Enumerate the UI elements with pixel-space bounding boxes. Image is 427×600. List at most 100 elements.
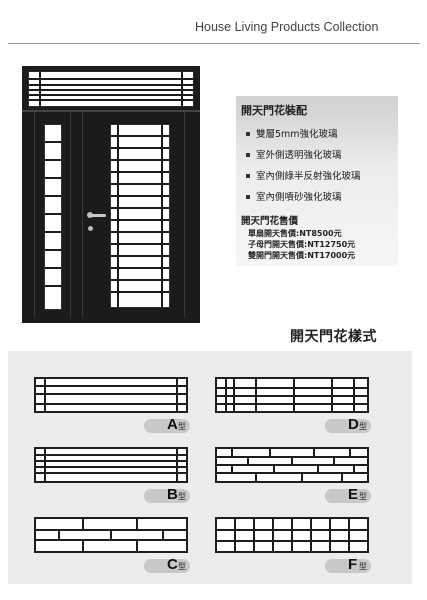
- type-tag-c: C 型: [144, 556, 190, 573]
- window-slat: [45, 141, 61, 143]
- pattern-bar: [273, 466, 275, 472]
- type-suffix: 型: [178, 562, 186, 571]
- pattern-bar: [44, 379, 46, 411]
- pattern-bar: [36, 454, 186, 456]
- pattern-bar: [36, 466, 186, 468]
- pattern-bar: [44, 449, 46, 481]
- type-tag-a: A 型: [144, 416, 190, 433]
- window-slat: [111, 207, 169, 209]
- pattern-bar: [176, 379, 178, 411]
- window-slat: [45, 249, 61, 251]
- pattern-bar: [58, 531, 60, 539]
- feature-item: 室內側噴砂強化玻璃: [246, 189, 342, 203]
- window-slat: [111, 147, 169, 149]
- pattern-bar: [217, 456, 367, 458]
- pattern-bar: [217, 403, 367, 405]
- window-post: [117, 125, 119, 307]
- header-divider: [8, 43, 420, 44]
- pattern-bar: [247, 458, 249, 464]
- type-suffix: 型: [178, 422, 186, 431]
- window-slat: [111, 195, 169, 197]
- pattern-bar: [291, 519, 293, 551]
- door-panel-line: [184, 112, 185, 317]
- style-card-c: C 型: [34, 517, 190, 579]
- pattern-bar: [36, 539, 186, 541]
- pattern-bar: [231, 449, 233, 456]
- door-panel-line: [34, 112, 35, 317]
- type-tag-f: F 型: [325, 556, 371, 573]
- pattern-bar: [36, 472, 186, 474]
- transom-window: [28, 71, 194, 107]
- pattern-bar: [217, 395, 367, 397]
- door-panel-line: [82, 112, 83, 317]
- type-letter: E: [348, 486, 359, 503]
- pattern-bar: [36, 393, 186, 395]
- door-illustration: [22, 66, 200, 323]
- feature-item: 室內側綠半反射強化玻璃: [246, 168, 361, 182]
- price-item: 單扇開天售價:NT8500元: [248, 229, 342, 238]
- window-slat: [111, 135, 169, 137]
- transom-bar: [29, 78, 193, 80]
- main-window: [110, 124, 170, 308]
- pattern-bar: [217, 464, 367, 466]
- pattern-bar: [36, 460, 186, 462]
- pattern-c: [34, 517, 188, 553]
- type-suffix: 型: [178, 492, 186, 501]
- type-suffix: 型: [359, 422, 367, 431]
- transom-post: [39, 72, 41, 106]
- pattern-bar: [310, 519, 312, 551]
- price-item: 子母門開天售價:NT12750元: [248, 240, 356, 249]
- window-slat: [111, 243, 169, 245]
- door-handle: [90, 214, 106, 217]
- type-tag-b: B 型: [144, 486, 190, 503]
- pattern-bar: [36, 385, 186, 387]
- pattern-bar: [313, 449, 315, 456]
- window-slat: [111, 255, 169, 257]
- pattern-f: [215, 517, 369, 553]
- pattern-bar: [176, 449, 178, 481]
- square-bullet-icon: [246, 131, 250, 136]
- features-box: 開天門花裝配 雙層5mm強化玻璃 室外側透明強化玻璃 室內側綠半反射強化玻璃 室…: [236, 96, 398, 266]
- pattern-bar: [272, 519, 274, 551]
- pattern-bar: [253, 519, 255, 551]
- window-slat: [45, 177, 61, 179]
- pattern-bar: [82, 541, 84, 551]
- styles-panel: A 型 D 型 B: [8, 351, 412, 584]
- pattern-bar: [333, 458, 335, 464]
- pattern-bar: [217, 472, 367, 474]
- door-panel-line: [70, 112, 71, 317]
- pattern-a: [34, 377, 188, 413]
- pattern-bar: [136, 541, 138, 551]
- window-slat: [111, 291, 169, 293]
- pattern-e: [215, 447, 369, 483]
- type-suffix: 型: [359, 492, 367, 501]
- style-card-b: B 型: [34, 447, 190, 509]
- feature-item: 雙層5mm強化玻璃: [246, 126, 338, 140]
- pattern-bar: [162, 531, 164, 539]
- transom-bar: [29, 84, 193, 86]
- pattern-bar: [255, 474, 257, 481]
- window-slat: [111, 219, 169, 221]
- type-tag-d: D 型: [325, 416, 371, 433]
- window-slat: [45, 285, 61, 287]
- window-slat: [111, 183, 169, 185]
- feature-item: 室外側透明強化玻璃: [246, 147, 342, 161]
- pattern-bar: [341, 474, 343, 481]
- pattern-bar: [329, 519, 331, 551]
- pattern-bar: [269, 449, 271, 456]
- pattern-bar: [349, 449, 351, 456]
- square-bullet-icon: [246, 194, 250, 199]
- pattern-bar: [36, 529, 186, 531]
- transom-bar: [29, 89, 193, 91]
- price-list: 單扇開天售價:NT8500元 子母門開天售價:NT12750元 雙開門開天售價:…: [248, 228, 398, 261]
- type-letter: C: [167, 556, 178, 573]
- window-slat: [111, 267, 169, 269]
- window-slat: [111, 171, 169, 173]
- pattern-bar: [317, 466, 319, 472]
- type-letter: A: [167, 416, 178, 433]
- pattern-bar: [110, 531, 112, 539]
- styles-section-title: 開天門花樣式: [290, 329, 377, 345]
- pattern-bar: [36, 403, 186, 405]
- price-item: 雙開門開天售價:NT17000元: [248, 251, 356, 260]
- style-card-d: D 型: [215, 377, 371, 439]
